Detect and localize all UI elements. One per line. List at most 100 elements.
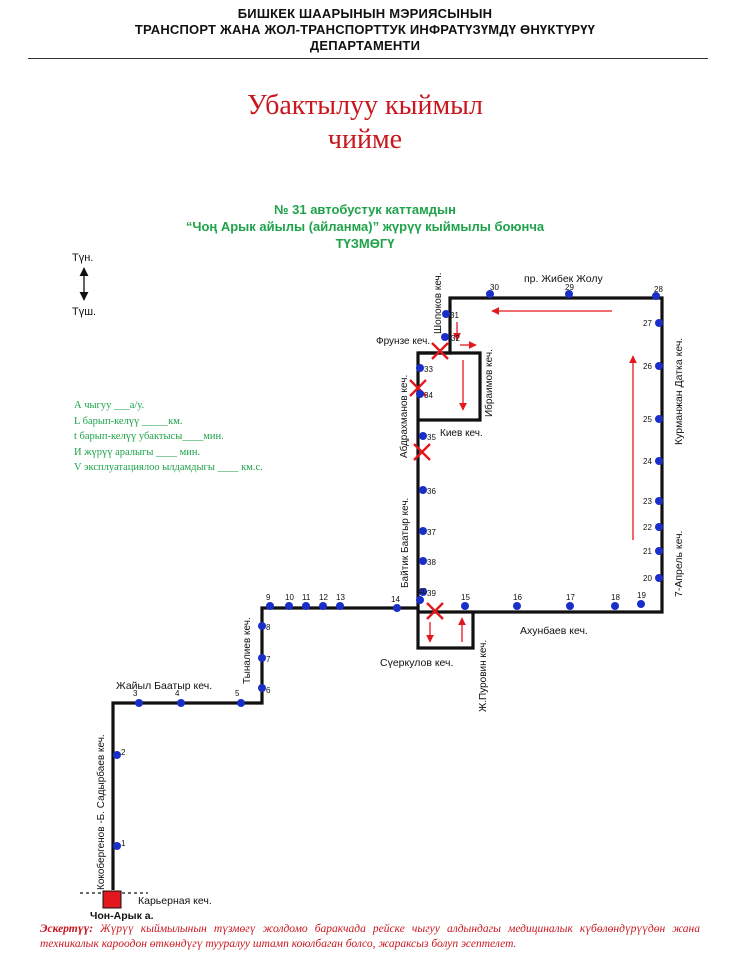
street-label-kokobergenov: Кокобергенов -Б. Садырбаев кеч. [95, 734, 107, 890]
bus-stop-number: 17 [566, 593, 575, 602]
bus-stop-marker [611, 602, 619, 610]
street-label-tynaliev: Тыналиев кеч. [242, 617, 253, 684]
bus-stop-number: 28 [654, 285, 663, 294]
bus-stop-marker [258, 622, 266, 630]
bus-stop-marker [566, 602, 574, 610]
bus-stop-marker [419, 527, 427, 535]
bus-stop-marker [419, 486, 427, 494]
street-label-suerkulov: Сүеркулов кеч. [380, 657, 453, 669]
bus-stop-number: 6 [266, 686, 271, 695]
bus-stop-marker [319, 602, 327, 610]
bus-stop-number: 7 [266, 655, 271, 664]
header-line-1: БИШКЕК ШААРЫНЫН МЭРИЯСЫНЫН [237, 6, 493, 21]
subtitle-line-1: № 31 автобустук каттамдын [274, 202, 456, 217]
route-loop-south [416, 608, 475, 650]
bus-stop-marker [513, 602, 521, 610]
bus-stop-marker [655, 523, 663, 531]
route-loop-north [418, 351, 482, 422]
bus-stop-number: 38 [427, 558, 436, 567]
closed-road-mark [413, 443, 431, 461]
route-parameters-legend: А чыгуу ___а/у. L барып-келүү _____км. t… [74, 398, 263, 476]
bus-stop-marker [565, 290, 573, 298]
bus-stop-number: 15 [461, 593, 470, 602]
bus-stop-marker [637, 600, 645, 608]
header-line-2: ТРАНСПОРТ ЖАНА ЖОЛ-ТРАНСПОРТТУК ИНФРАТҮЗ… [134, 22, 596, 37]
bus-stop-marker [655, 574, 663, 582]
bus-stop-marker [258, 654, 266, 662]
bus-stop-number: 14 [391, 595, 400, 604]
bus-stop-marker [655, 415, 663, 423]
bus-stop-number: 35 [427, 433, 436, 442]
bus-stop-marker [302, 602, 310, 610]
bus-stop-number: 9 [266, 593, 271, 602]
bus-stop-marker [655, 362, 663, 370]
legend-item: V эксплуатациялоо ылдамдыгы ____ км.с. [74, 462, 263, 473]
bus-stop-number: 40 [418, 587, 427, 596]
bus-stop-number: 4 [175, 689, 180, 698]
bus-stop-marker [441, 333, 449, 341]
bus-stop-marker [135, 699, 143, 707]
bus-stop-number: 26 [643, 362, 652, 371]
closed-road-mark [426, 602, 444, 620]
street-label-kiev: Киев кеч. [440, 428, 483, 439]
street-label-ibraimov: Ибраимов кеч. [483, 349, 495, 417]
bus-stop-marker [266, 602, 274, 610]
title-line-2: чийме [327, 124, 403, 155]
bus-stop-marker [419, 557, 427, 565]
bus-stop-marker [113, 751, 121, 759]
bus-stop-number: 34 [424, 391, 433, 400]
bus-stop-marker [416, 364, 424, 372]
bus-stop-marker [419, 432, 427, 440]
bus-stop-marker [336, 602, 344, 610]
legend-item: t барып-келүү убактысы____мин. [74, 431, 224, 442]
street-label-shopokov: Шопоков кеч. [433, 272, 444, 334]
bus-stop-marker [655, 457, 663, 465]
bus-stop-number: 37 [427, 528, 436, 537]
bus-stop-number: 39 [427, 589, 436, 598]
bus-stop-number: 11 [302, 593, 311, 602]
bus-stop-marker [655, 547, 663, 555]
title-line-1: Убактылуу кыймыл [247, 90, 483, 121]
header-divider [28, 58, 708, 59]
street-label-purovin: Ж.Пуровин кеч. [478, 640, 489, 712]
street-label-akhunbaev: Ахунбаев кеч. [520, 625, 588, 637]
bus-stop-marker [177, 699, 185, 707]
closed-road-mark [431, 342, 449, 360]
bus-stop-number: 32 [451, 334, 460, 343]
compass-south-label: Түш. [72, 306, 97, 318]
bus-stop-marker [285, 602, 293, 610]
bus-stop-number: 21 [643, 547, 652, 556]
street-label-karernaya: Карьерная кеч. [138, 895, 212, 907]
bus-stop-number: 30 [490, 283, 499, 292]
bus-stop-number: 31 [450, 311, 459, 320]
terminal-label: Чон-Арык а. [90, 910, 154, 922]
bus-stop-number: 1 [121, 839, 126, 848]
bus-stop-marker [486, 290, 494, 298]
bus-stop-number: 3 [133, 689, 138, 698]
bus-stop-number: 25 [643, 415, 652, 424]
street-label-zhaiyl: Жайыл Баатыр кеч. [116, 680, 212, 692]
bus-stop-marker [416, 596, 424, 604]
bus-stop-number: 33 [424, 365, 433, 374]
bus-stop-marker [655, 497, 663, 505]
bus-stop-marker [442, 310, 450, 318]
bus-stop-marker [655, 319, 663, 327]
bus-stop-marker [461, 602, 469, 610]
bus-stop-number: 18 [611, 593, 620, 602]
legend-item: И жүрүү аралыгы ____ мин. [74, 446, 201, 458]
bus-stop-number: 22 [643, 523, 652, 532]
footnote-text: Жүрүү кыймылынын түзмөгү жолдомо баракча… [40, 923, 700, 950]
bus-stop-number: 27 [643, 319, 652, 328]
bus-stop-number: 29 [565, 283, 574, 292]
bus-stop-marker [258, 684, 266, 692]
bus-stop-number: 8 [266, 623, 271, 632]
street-label-kurmanzhan: Курманжан Датка кеч. [673, 338, 685, 445]
footnote: Эскертүү: Жүрүү кыймылынын түзмөгү жолдо… [40, 922, 700, 952]
bus-stop-number: 13 [336, 593, 345, 602]
bus-stop-marker [393, 604, 401, 612]
footnote-label: Эскертүү: [40, 923, 94, 935]
subtitle-line-2: “Чоң Арык айылы (айланма)” жүрүү кыймылы… [185, 219, 545, 234]
street-label-aprel: 7-Апрель кеч. [673, 531, 685, 597]
bus-stop-marker [237, 699, 245, 707]
street-label-baitik: Байтик Баатыр кеч. [400, 498, 411, 588]
